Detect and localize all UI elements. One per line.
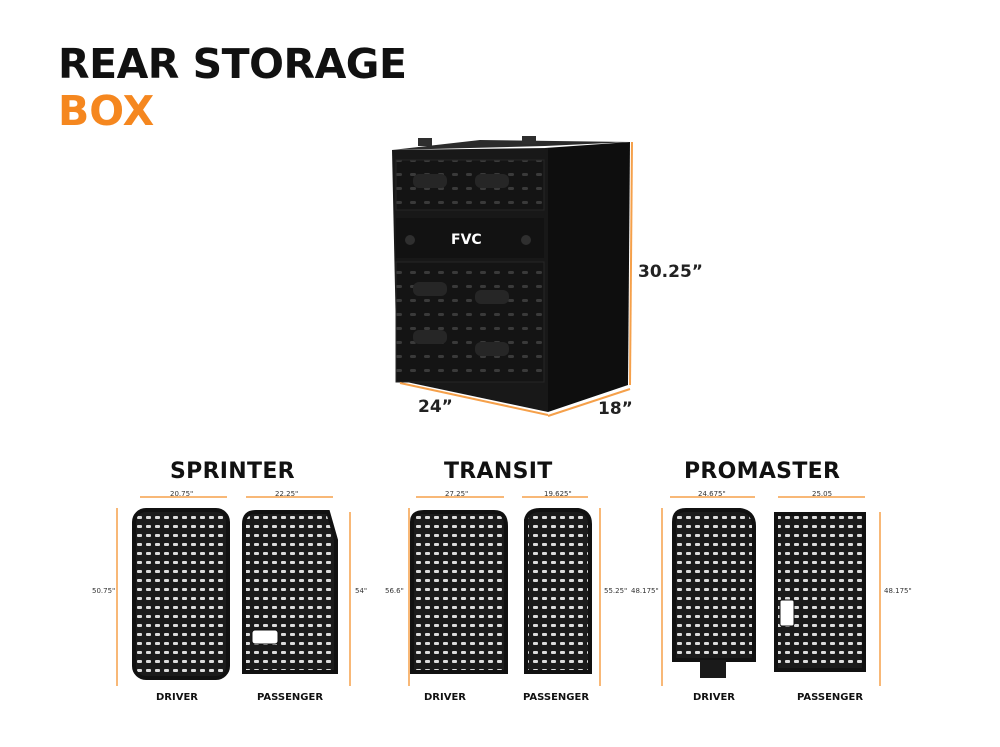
- box-depth-dim: 18”: [598, 399, 633, 419]
- sprinter-driver-height: 50.75": [92, 587, 116, 595]
- promaster-doors: [661, 496, 881, 686]
- box-logo: FVC: [451, 232, 482, 248]
- storage-box: [392, 136, 630, 412]
- sprinter-driver-width: 20.75": [170, 490, 194, 498]
- van-title-sprinter: SPRINTER: [170, 459, 295, 484]
- sprinter-doors: [116, 496, 351, 686]
- title-line-2: BOX: [58, 87, 155, 135]
- promaster-passenger-height: 48.175": [884, 587, 912, 595]
- box-width-dim: 24”: [418, 397, 453, 417]
- sprinter-passenger-height: 54": [355, 587, 368, 595]
- transit-passenger-height: 55.25": [604, 587, 628, 595]
- sprinter-passenger-label: PASSENGER: [257, 692, 324, 703]
- promaster-driver-height: 48.175": [631, 587, 659, 595]
- sprinter-passenger-width: 22.25": [275, 490, 299, 498]
- box-height-dim: 30.25”: [638, 262, 703, 282]
- van-title-transit: TRANSIT: [444, 459, 553, 484]
- sprinter-driver-label: DRIVER: [156, 692, 198, 703]
- transit-driver-width: 27.25": [445, 490, 469, 498]
- promaster-passenger-label: PASSENGER: [797, 692, 864, 703]
- promaster-driver-label: DRIVER: [693, 692, 735, 703]
- promaster-driver-width: 24.675": [698, 490, 726, 498]
- promaster-passenger-width: 25.05: [812, 490, 833, 498]
- transit-passenger-label: PASSENGER: [523, 692, 590, 703]
- transit-passenger-width: 19.625": [544, 490, 572, 498]
- van-title-promaster: PROMASTER: [684, 459, 841, 484]
- title-line-1: REAR STORAGE: [58, 40, 407, 88]
- transit-doors: [408, 496, 601, 686]
- transit-driver-height: 56.6": [385, 587, 404, 595]
- transit-driver-label: DRIVER: [424, 692, 466, 703]
